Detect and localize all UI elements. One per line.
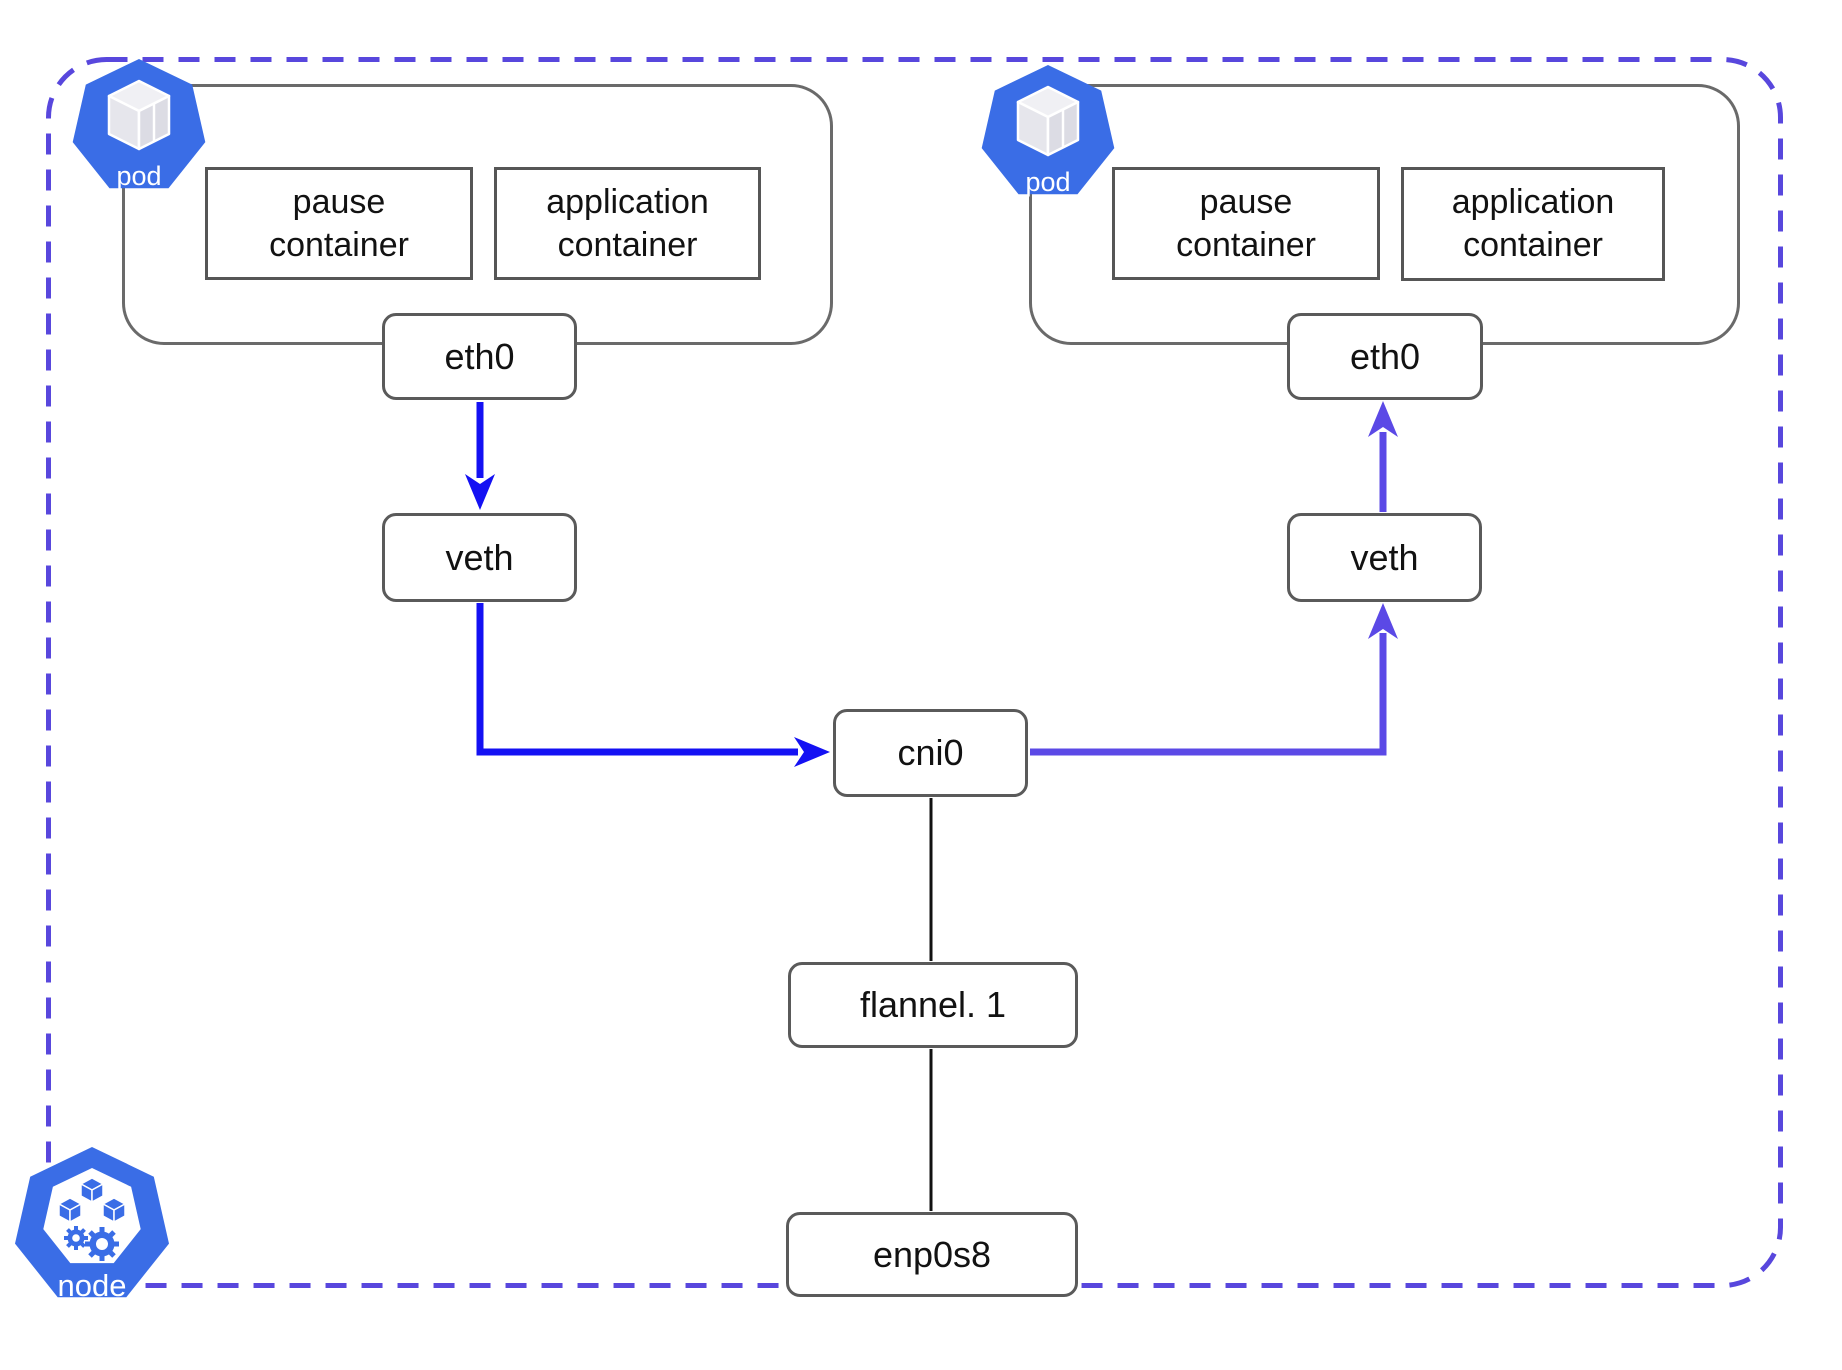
flannel-box: flannel. 1	[788, 962, 1078, 1048]
pod2-pause-container-box: pause container	[1112, 167, 1380, 280]
pod1-icon-label: pod	[116, 161, 161, 191]
pod2-application-container-box: application container	[1401, 167, 1665, 281]
pod1-veth-box: veth	[382, 513, 577, 602]
node-gears-icon	[64, 1226, 119, 1261]
node-cubes-icon	[58, 1177, 126, 1223]
pod1-cube-icon	[107, 79, 171, 151]
flannel-label: flannel. 1	[859, 984, 1007, 1025]
kubernetes-node-icon: node	[15, 1147, 169, 1303]
pod1-pause-container-box: pause container	[205, 167, 473, 280]
pod1-application-container-box: application container	[494, 167, 761, 280]
pod2-pause-container-label: pause container	[1176, 182, 1316, 264]
pod1-pause-container-label: pause container	[269, 182, 409, 264]
pod1-eth0-label: eth0	[444, 335, 515, 377]
pod2-cube-icon	[1016, 85, 1080, 157]
pod1-veth-label: veth	[445, 536, 514, 578]
cni0-bridge-box: cni0	[833, 709, 1028, 797]
enp0s8-box: enp0s8	[786, 1212, 1078, 1297]
pod2-eth0-box: eth0	[1287, 313, 1483, 400]
pod2-veth-box: veth	[1287, 513, 1482, 602]
node-icon-label: node	[58, 1268, 127, 1303]
pod2-kubernetes-pod-icon: pod	[981, 65, 1115, 197]
pod1-kubernetes-pod-icon: pod	[72, 59, 206, 191]
enp0s8-label: enp0s8	[872, 1233, 992, 1275]
cni0-label: cni0	[897, 732, 964, 773]
pod1-application-container-label: application container	[546, 182, 709, 264]
pod2-veth-label: veth	[1350, 536, 1419, 578]
pod2-icon-label: pod	[1025, 167, 1070, 197]
pod2-eth0-label: eth0	[1349, 335, 1421, 377]
pod2-application-container-label: application container	[1451, 183, 1615, 264]
pod1-eth0-box: eth0	[382, 313, 577, 400]
